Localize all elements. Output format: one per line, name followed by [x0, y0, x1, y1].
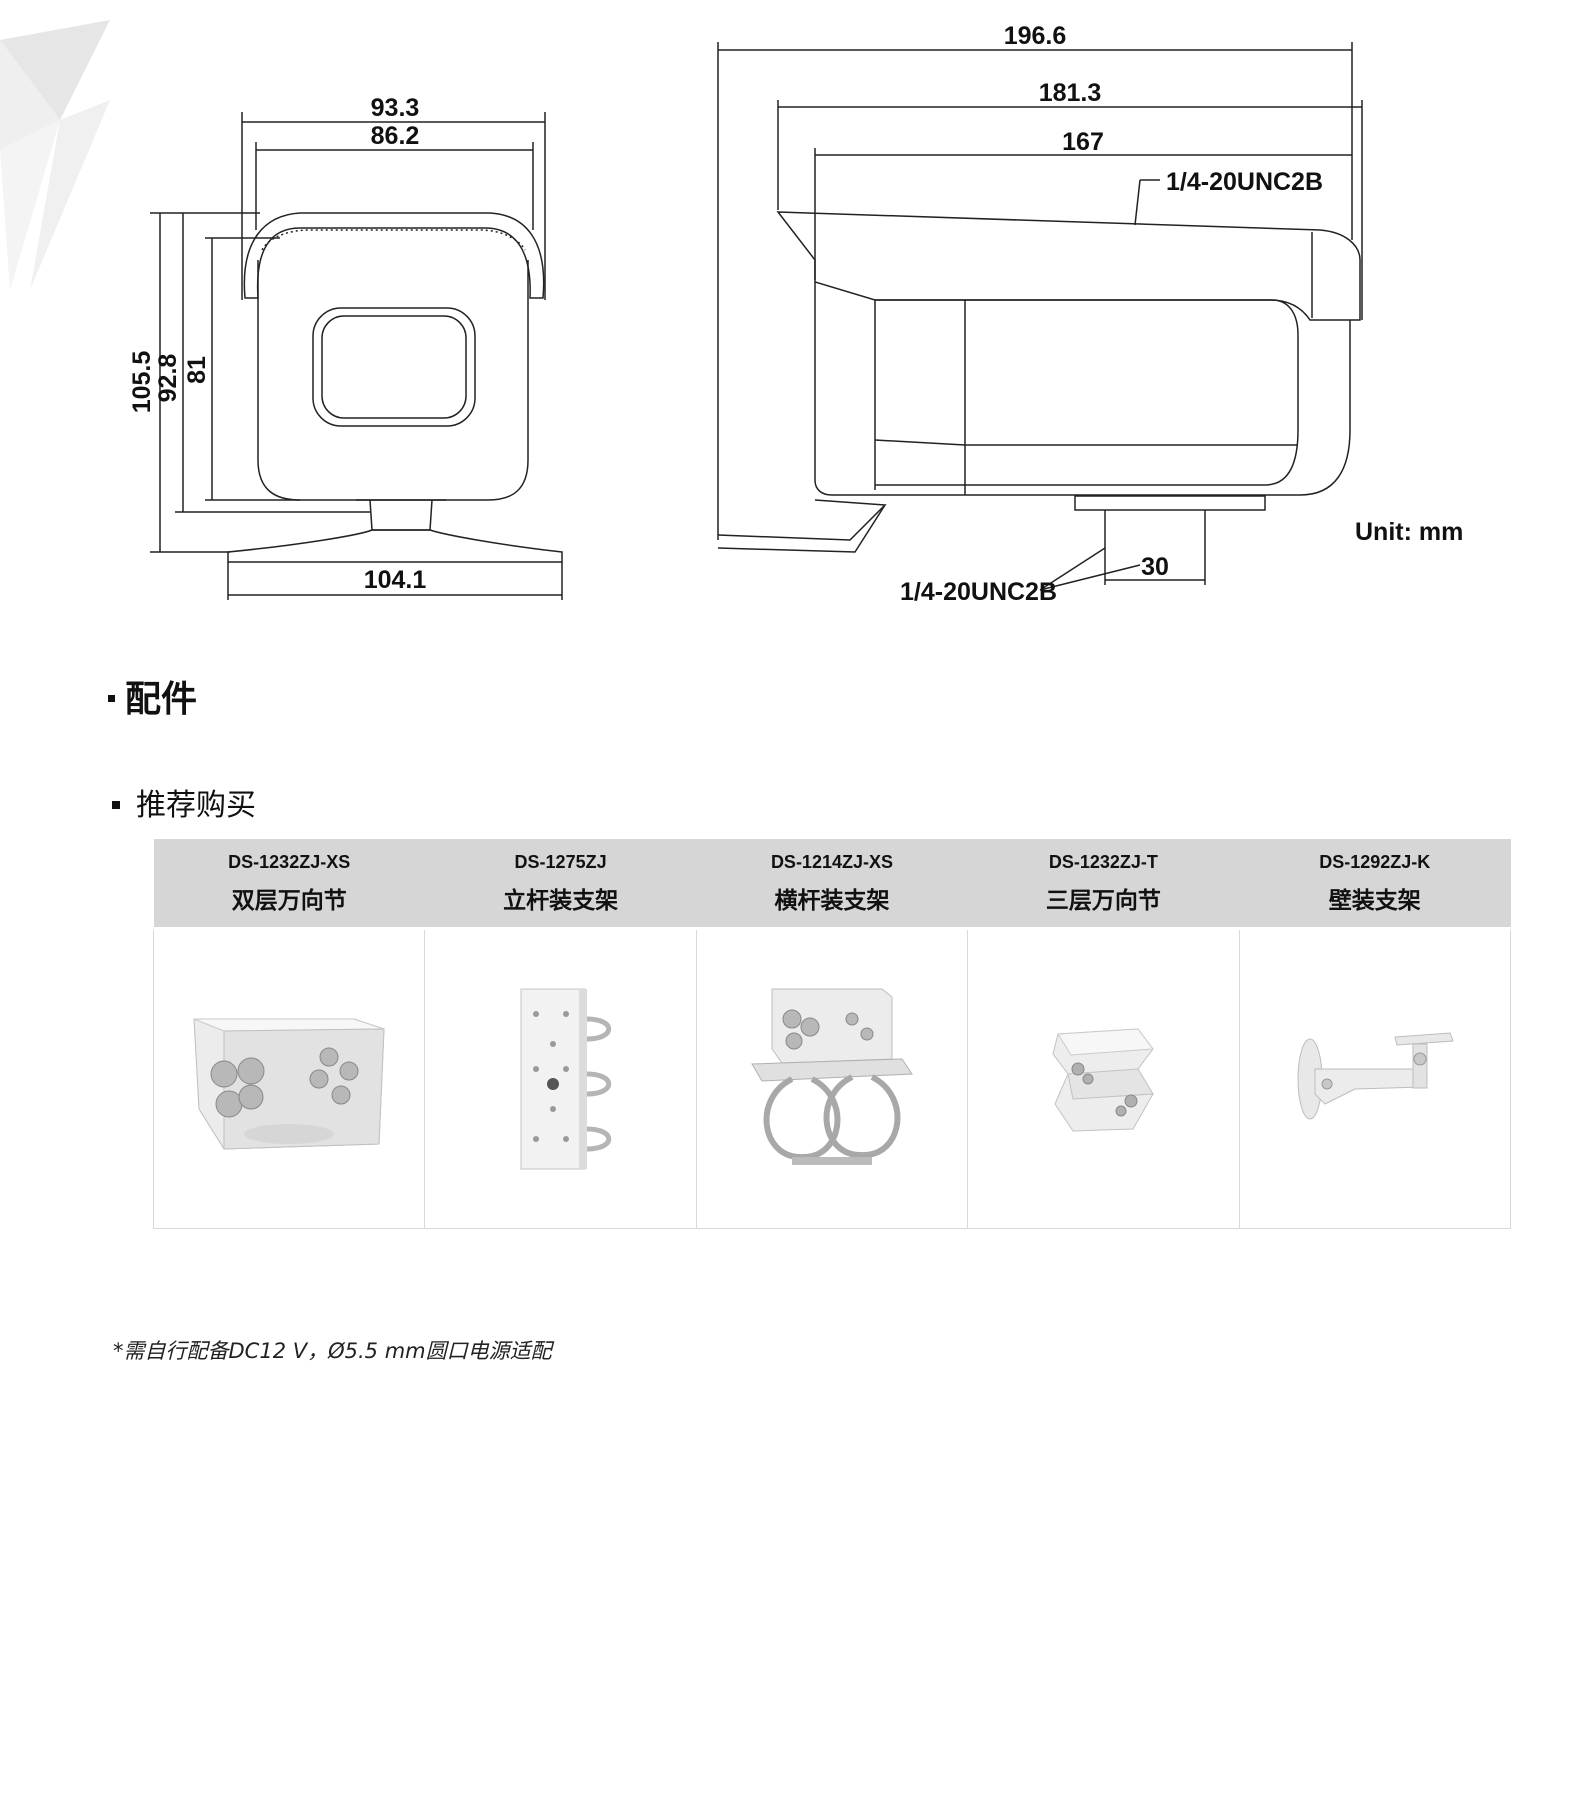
- thread-label-bottom: 1/4-20UNC2B: [900, 578, 1057, 606]
- accessories-header-row: DS-1232ZJ-XS 双层万向节 DS-1275ZJ 立杆装支架 DS-12…: [153, 839, 1511, 930]
- accessory-model: DS-1292ZJ-K: [1319, 851, 1431, 872]
- accessory-header-3: DS-1214ZJ-XS 横杆装支架: [696, 839, 968, 930]
- accessory-name: 三层万向节: [1045, 887, 1161, 914]
- accessory-header-4: DS-1232ZJ-T 三层万向节: [967, 839, 1240, 930]
- section-title-accessories: 配件: [108, 670, 197, 722]
- dim-base-width: 104.1: [364, 566, 427, 594]
- dim-mount-width: 30: [1141, 553, 1169, 581]
- dim-height-body: 81: [183, 356, 211, 384]
- accessory-image-cell-2: [424, 928, 697, 1229]
- accessory-model: DS-1275ZJ: [514, 851, 607, 872]
- wall-mount-bracket-image: [1297, 1032, 1454, 1120]
- accessory-name: 横杆装支架: [774, 887, 890, 914]
- accessory-model: DS-1232ZJ-XS: [228, 851, 351, 872]
- dim-width-top-inner: 86.2: [371, 122, 420, 150]
- dim-height-total: 105.5: [128, 351, 156, 414]
- accessory-image-cell-5: [1238, 928, 1512, 1229]
- accessories-image-row: [152, 928, 1512, 1229]
- accessory-header-5: DS-1292ZJ-K 壁装支架: [1239, 839, 1511, 930]
- double-layer-joint-image: [193, 1018, 385, 1150]
- accessory-model: DS-1214ZJ-XS: [770, 851, 893, 872]
- dim-width-top-outer: 93.3: [371, 94, 420, 122]
- accessory-name: 双层万向节: [231, 887, 347, 914]
- subtitle-bullet: [112, 801, 120, 809]
- accessory-image-cell-3: [695, 928, 969, 1229]
- accessories-table: DS-1232ZJ-XS 双层万向节 DS-1275ZJ 立杆装支架 DS-12…: [152, 839, 1512, 1229]
- triple-layer-joint-image: [1052, 1028, 1155, 1132]
- subtitle-text: 推荐购买: [136, 788, 256, 823]
- dim-length-body: 167: [1062, 128, 1104, 156]
- accessory-image-cell-1: [152, 928, 426, 1229]
- horizontal-pole-bracket-image: [751, 988, 913, 1165]
- footnote-power-adapter: *需自行配备DC12 V，Ø5.5 mm圆口电源适配: [113, 1339, 552, 1363]
- section-title-text: 配件: [125, 679, 198, 720]
- accessory-name: 立杆装支架: [503, 887, 619, 914]
- dimension-drawing: 93.3 86.2 105.5 92.8 81 104.1 196.6 181.…: [128, 22, 1463, 606]
- section-bullet: [108, 694, 115, 702]
- dim-length-mid: 181.3: [1039, 79, 1102, 107]
- dim-height-mid: 92.8: [154, 354, 182, 403]
- accessory-model: DS-1232ZJ-T: [1048, 851, 1158, 872]
- accessory-name: 壁装支架: [1328, 887, 1421, 914]
- thread-label-top: 1/4-20UNC2B: [1166, 168, 1323, 196]
- pole-mount-bracket-image: [520, 988, 611, 1170]
- dim-length-total: 196.6: [1004, 22, 1067, 50]
- accessory-image-cell-4: [967, 928, 1240, 1229]
- accessory-header-1: DS-1232ZJ-XS 双层万向节: [153, 839, 425, 930]
- unit-label: Unit: mm: [1355, 518, 1463, 546]
- brand-logo-mark: [0, 20, 110, 290]
- accessory-header-2: DS-1275ZJ 立杆装支架: [424, 839, 697, 930]
- subtitle-recommended: 推荐购买: [112, 780, 256, 824]
